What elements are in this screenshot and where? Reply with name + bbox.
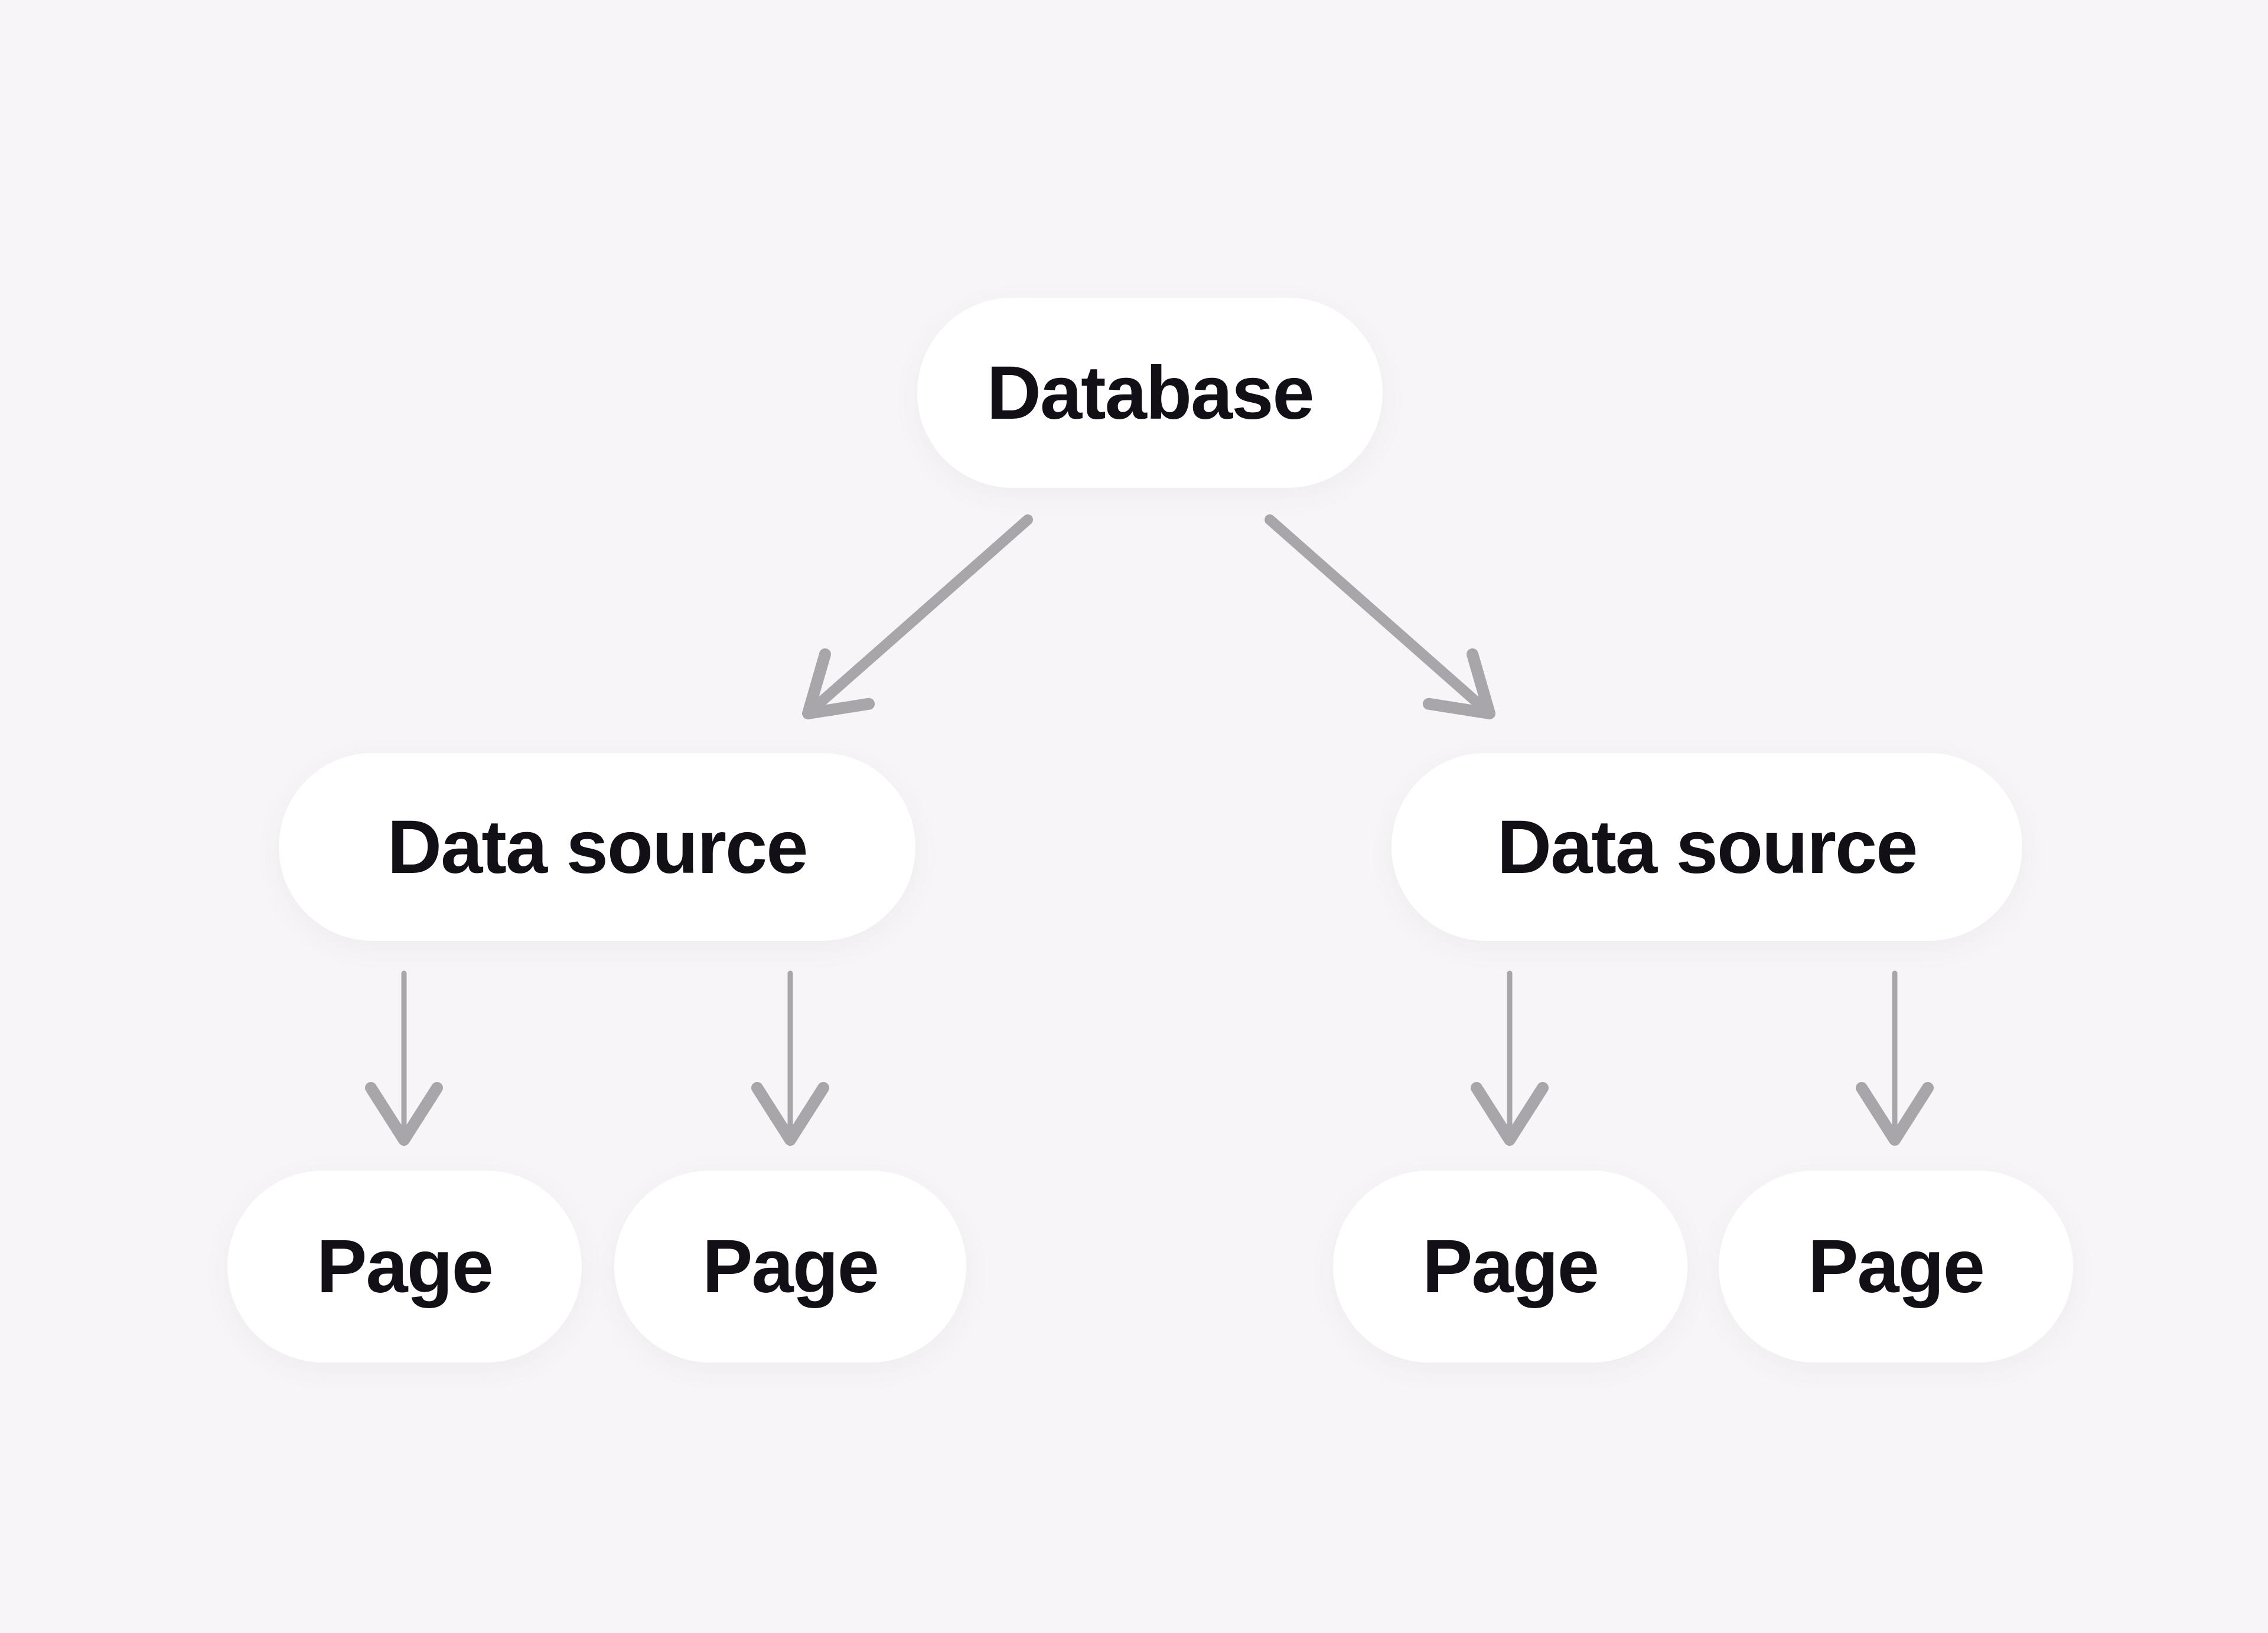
node-datasource-right-label: Data source: [1497, 804, 1918, 889]
node-page-4: Page: [1719, 1171, 2073, 1363]
edge-database-to-datasource-left: [802, 514, 1033, 719]
node-page-1: Page: [227, 1171, 582, 1363]
node-page-2-label: Page: [702, 1224, 879, 1309]
node-datasource-right: Data source: [1392, 753, 2022, 941]
node-page-4-label: Page: [1808, 1224, 1985, 1309]
node-page-3-label: Page: [1422, 1224, 1599, 1309]
node-datasource-left-label: Data source: [387, 804, 809, 889]
node-database-label: Database: [986, 350, 1314, 435]
node-page-1-label: Page: [317, 1224, 494, 1309]
node-page-2: Page: [614, 1171, 966, 1363]
node-database: Database: [917, 298, 1383, 488]
node-page-3: Page: [1333, 1171, 1687, 1363]
edge-database-to-datasource-right: [1265, 514, 1495, 719]
node-datasource-left: Data source: [279, 753, 915, 941]
